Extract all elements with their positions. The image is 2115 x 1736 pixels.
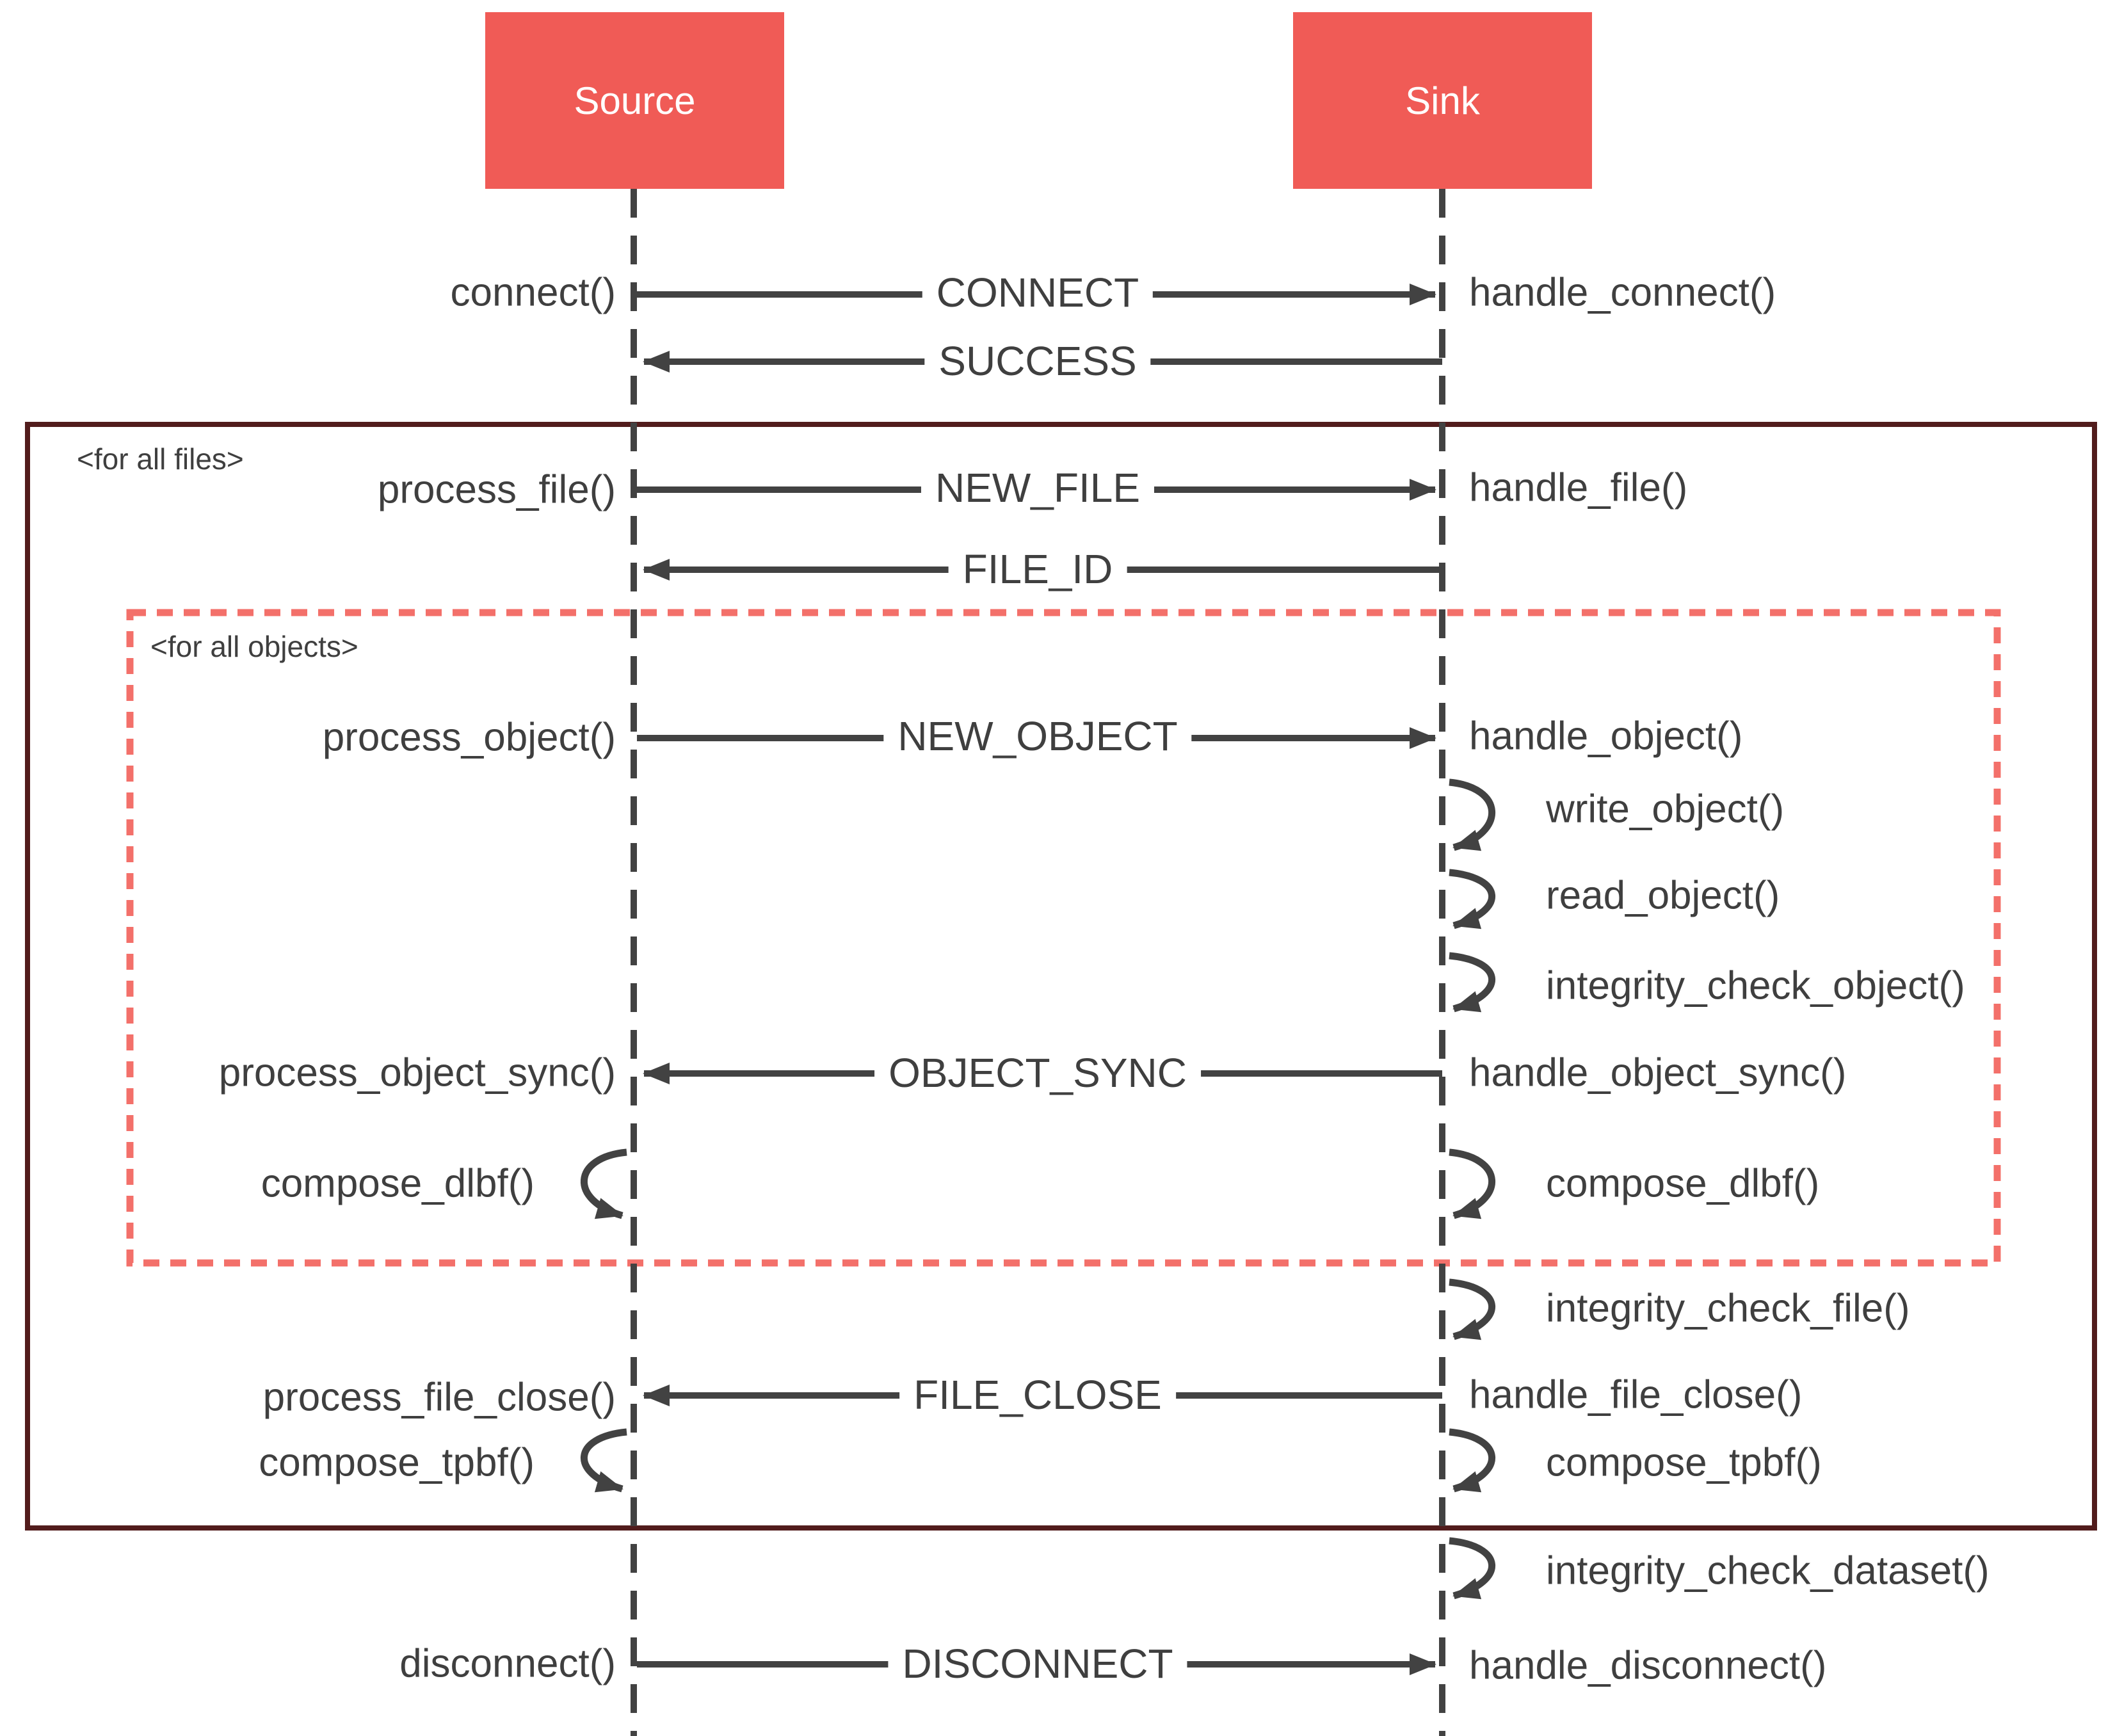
frame-label-for-all-objects: <for all objects> [150, 630, 358, 663]
sink-handle-object-sync-label: handle_object_sync() [1469, 1050, 1847, 1095]
new-file-arrow-label: NEW_FILE [921, 464, 1155, 512]
sink-handle-file-label: handle_file() [1469, 465, 1688, 510]
compose-tpbf-sink-selfcall-arrow [1449, 1428, 1495, 1493]
actor-source: Source [485, 12, 784, 189]
source-process-file-close-label: process_file_close() [262, 1375, 616, 1420]
sink-compose-dlbf-label: compose_dlbf() [1546, 1161, 1820, 1206]
sink-integrity-check-object-label: integrity_check_object() [1546, 963, 1965, 1008]
sink-handle-disconnect-label: handle_disconnect() [1469, 1643, 1827, 1688]
object-sync-arrow-label: OBJECT_SYNC [874, 1049, 1201, 1097]
sink-read-object-label: read_object() [1546, 873, 1780, 918]
actor-sink: Sink [1293, 12, 1592, 189]
compose-dlbf-source-selfcall-arrow [581, 1148, 627, 1219]
connect-arrow-label: CONNECT [922, 269, 1154, 317]
actor-sink-label: Sink [1405, 79, 1480, 122]
compose-tpbf-source-selfcall-arrow [581, 1428, 627, 1493]
integrity-check-dataset-selfcall-arrow [1449, 1537, 1495, 1600]
file-close-arrow-label: FILE_CLOSE [899, 1371, 1176, 1419]
source-compose-dlbf-label: compose_dlbf() [261, 1161, 535, 1206]
integrity-check-file-selfcall-arrow [1449, 1278, 1495, 1340]
sink-handle-connect-label: handle_connect() [1469, 270, 1776, 315]
source-process-object-sync-label: process_object_sync() [218, 1050, 616, 1095]
disconnect-arrow-label: DISCONNECT [888, 1640, 1187, 1688]
sink-compose-tpbf-label: compose_tpbf() [1546, 1440, 1822, 1485]
sink-write-object-label: write_object() [1546, 787, 1785, 832]
sink-handle-object-label: handle_object() [1469, 714, 1743, 759]
source-process-object-label: process_object() [322, 715, 616, 760]
compose-dlbf-sink-selfcall-arrow [1449, 1148, 1495, 1219]
sink-integrity-check-dataset-label: integrity_check_dataset() [1546, 1548, 1990, 1593]
new-object-arrow-label: NEW_OBJECT [883, 712, 1192, 760]
actor-source-label: Source [574, 79, 696, 122]
source-disconnect-label: disconnect() [399, 1641, 616, 1686]
frame-for-all-files [25, 422, 2097, 1531]
sink-handle-file-close-label: handle_file_close() [1469, 1372, 1803, 1417]
frame-for-all-objects [126, 609, 2001, 1267]
sink-integrity-check-file-label: integrity_check_file() [1546, 1286, 1910, 1331]
read-object-selfcall-arrow [1449, 869, 1495, 929]
write-object-selfcall-arrow [1449, 778, 1495, 851]
source-compose-tpbf-label: compose_tpbf() [259, 1440, 535, 1485]
source-connect-label: connect() [450, 270, 616, 315]
success-arrow-label: SUCCESS [924, 337, 1151, 385]
file-id-arrow-label: FILE_ID [948, 545, 1127, 593]
frame-label-for-all-files: <for all files> [77, 442, 244, 476]
source-process-file-label: process_file() [377, 467, 616, 512]
integrity-check-object-selfcall-arrow [1449, 952, 1495, 1013]
